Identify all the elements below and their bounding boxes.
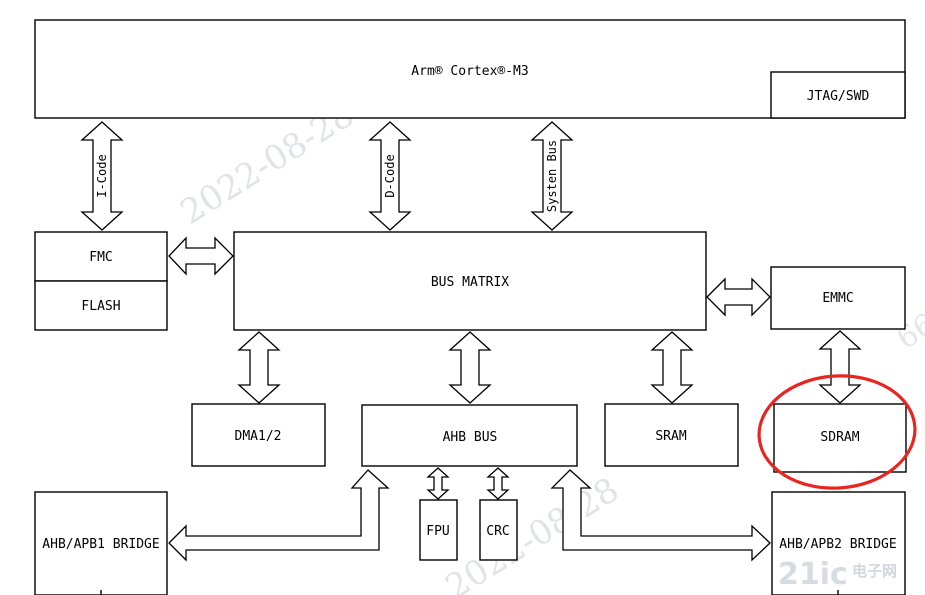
fpu-block bbox=[419, 499, 458, 561]
sdram-label: SDRAM bbox=[820, 430, 859, 445]
site-logo-watermark: 21ic 电子网 bbox=[778, 557, 897, 592]
system-bus-label: Systen Bus bbox=[545, 140, 559, 212]
dma-block bbox=[191, 403, 326, 467]
bus-matrix-label: BUS MATRIX bbox=[431, 275, 509, 290]
apb1-bridge-block bbox=[34, 491, 168, 595]
sram-label: SRAM bbox=[655, 429, 686, 444]
sdram-block bbox=[773, 403, 907, 473]
crc-label: CRC bbox=[486, 524, 509, 539]
sdram-highlight-circle bbox=[757, 374, 917, 490]
ahb-bus-block bbox=[361, 404, 578, 467]
fmc-matrix-arrow bbox=[168, 236, 234, 276]
flash-block bbox=[34, 280, 168, 331]
emmc-block bbox=[770, 266, 906, 330]
flash-label: FLASH bbox=[81, 299, 120, 314]
sram-block bbox=[604, 403, 739, 467]
jtag-block bbox=[770, 71, 906, 119]
bus-matrix-block bbox=[233, 231, 707, 331]
emmc-sdram-arrow bbox=[818, 330, 862, 404]
logo-sub-text: 电子网 bbox=[852, 562, 897, 580]
crc-block bbox=[479, 499, 518, 561]
ahb-crc-arrow bbox=[486, 467, 510, 500]
dma-label: DMA1/2 bbox=[235, 429, 282, 444]
system-bus-arrow bbox=[530, 121, 574, 231]
dcode-label: D-Code bbox=[383, 154, 397, 197]
matrix-sram-arrow bbox=[650, 331, 694, 404]
ahb-apb1-arrow bbox=[168, 469, 390, 562]
apb2-bridge-label: AHB/APB2 BRIDGE bbox=[779, 537, 896, 552]
apb2-bridge-block bbox=[771, 491, 906, 595]
ahb-apb2-arrow bbox=[550, 469, 771, 562]
matrix-dma-arrow bbox=[237, 331, 281, 404]
ahb-fpu-arrow bbox=[426, 467, 450, 500]
fmc-block bbox=[34, 231, 168, 282]
dcode-arrow bbox=[368, 121, 412, 231]
cpu-label: Arm® Cortex®-M3 bbox=[411, 64, 528, 79]
jtag-label: JTAG/SWD bbox=[807, 89, 870, 104]
icode-label: I-Code bbox=[95, 154, 109, 197]
ahb-bus-label: AHB BUS bbox=[443, 430, 498, 445]
matrix-ahb-arrow bbox=[448, 331, 492, 404]
logo-main-text: 21ic bbox=[778, 557, 848, 592]
apb1-bridge-label: AHB/APB1 BRIDGE bbox=[42, 537, 159, 552]
fpu-label: FPU bbox=[426, 524, 449, 539]
icode-arrow bbox=[80, 121, 124, 231]
watermark-date-bottom: 2022-08-28 bbox=[439, 470, 626, 595]
matrix-emmc-arrow bbox=[706, 277, 771, 317]
emmc-label: EMMC bbox=[822, 291, 853, 306]
cpu-block bbox=[34, 19, 906, 119]
fmc-label: FMC bbox=[89, 250, 112, 265]
